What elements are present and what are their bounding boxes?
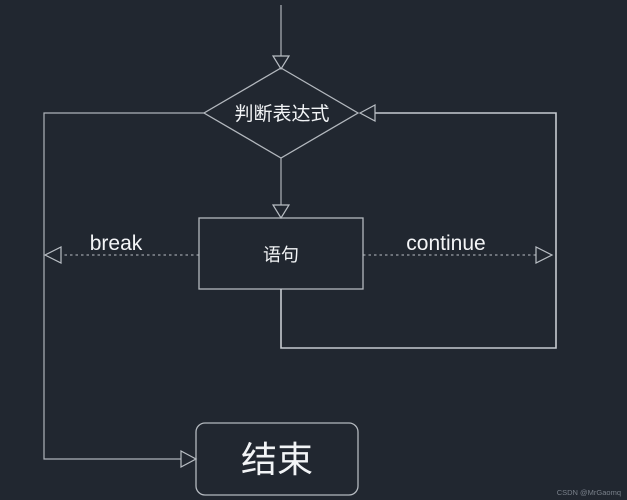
edge-left-rail	[43, 112, 204, 460]
watermark-text: CSDN @MrGaomq	[557, 488, 621, 497]
statement-label: 语句	[263, 245, 299, 265]
arrowhead-right-continue-icon	[535, 246, 554, 264]
end-box	[195, 422, 359, 496]
arrowhead-right-into-end-icon	[180, 450, 198, 468]
decision-label: 判断表达式	[234, 103, 329, 125]
arrowhead-left-break-icon	[43, 246, 62, 264]
break-label: break	[90, 232, 143, 255]
end-label: 结束	[241, 440, 313, 480]
arrowhead-left-into-decision-icon	[358, 104, 376, 122]
arrowhead-down-into-decision-icon	[271, 55, 291, 71]
edge-loop-back	[280, 112, 557, 349]
arrowhead-down-into-statement-icon	[271, 204, 291, 220]
continue-label: continue	[406, 232, 485, 255]
